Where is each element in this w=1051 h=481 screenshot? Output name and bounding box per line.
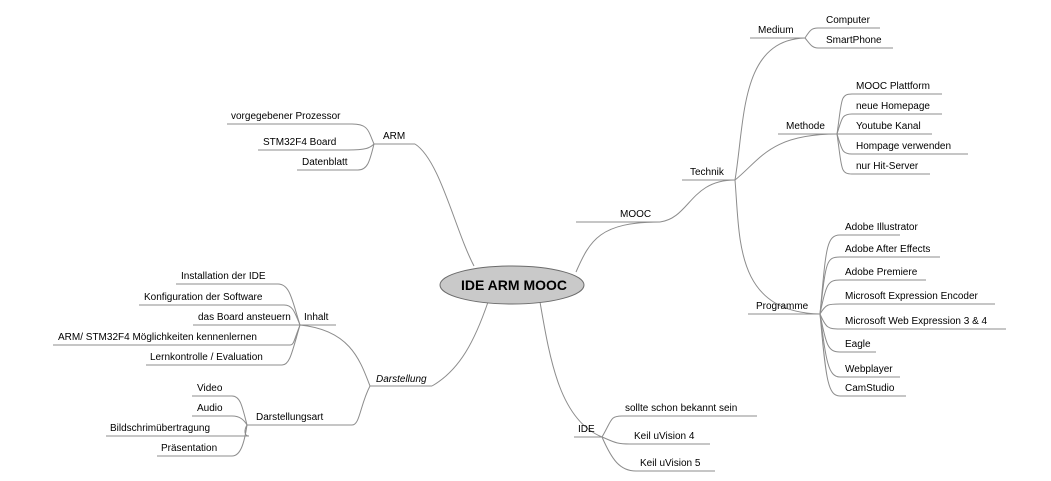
node-ide[interactable]: IDE xyxy=(578,424,595,435)
node-programme-item[interactable]: Adobe Illustrator xyxy=(845,222,918,233)
node-inhalt-item[interactable]: Konfiguration der Software xyxy=(144,292,263,303)
node-inhalt-item[interactable]: Lernkontrolle / Evaluation xyxy=(150,352,263,363)
node-programme-item[interactable]: Adobe After Effects xyxy=(845,244,930,255)
node-ide-item[interactable]: sollte schon bekannt sein xyxy=(625,403,737,414)
node-ide-item[interactable]: Keil uVision 5 xyxy=(640,458,701,469)
center-node-label: IDE ARM MOOC xyxy=(461,277,567,293)
node-methode[interactable]: Methode xyxy=(786,121,825,132)
node-methode-item[interactable]: Hompage verwenden xyxy=(856,141,951,152)
node-arm-item[interactable]: vorgegebener Prozessor xyxy=(231,111,341,122)
node-arm-item[interactable]: Datenblatt xyxy=(302,157,348,168)
node-medium-item[interactable]: SmartPhone xyxy=(826,35,882,46)
center-node[interactable]: IDE ARM MOOC xyxy=(439,265,585,305)
node-programme-item[interactable]: Webplayer xyxy=(845,364,893,375)
node-inhalt-item[interactable]: ARM/ STM32F4 Möglichkeiten kennenlernen xyxy=(58,332,257,343)
node-darstellungsart-item[interactable]: Präsentation xyxy=(161,443,217,454)
node-darstellungsart-item[interactable]: Audio xyxy=(197,403,223,414)
node-programme-item[interactable]: Adobe Premiere xyxy=(845,267,918,278)
node-programme-item[interactable]: Microsoft Expression Encoder xyxy=(845,291,979,302)
node-darstellung[interactable]: Darstellung xyxy=(376,374,427,385)
node-programme-item[interactable]: Eagle xyxy=(845,339,871,350)
node-darstellungsart[interactable]: Darstellungsart xyxy=(256,412,323,423)
node-programme[interactable]: Programme xyxy=(756,301,809,312)
node-methode-item[interactable]: Youtube Kanal xyxy=(856,121,921,132)
node-methode-item[interactable]: MOOC Plattform xyxy=(856,81,930,92)
node-inhalt-item[interactable]: Installation der IDE xyxy=(181,271,266,282)
node-programme-item[interactable]: Microsoft Web Expression 3 & 4 xyxy=(845,316,988,327)
node-programme-item[interactable]: CamStudio xyxy=(845,383,895,394)
node-technik[interactable]: Technik xyxy=(690,167,725,178)
connectors xyxy=(231,27,853,472)
node-inhalt-item[interactable]: das Board ansteuern xyxy=(198,312,291,323)
node-darstellungsart-item[interactable]: Video xyxy=(197,383,223,394)
node-inhalt[interactable]: Inhalt xyxy=(304,312,329,323)
underlines xyxy=(53,27,1006,472)
node-medium-item[interactable]: Computer xyxy=(826,15,871,26)
node-methode-item[interactable]: nur Hit-Server xyxy=(856,161,919,172)
node-darstellungsart-item[interactable]: Bildschrimübertragung xyxy=(110,423,210,434)
node-ide-item[interactable]: Keil uVision 4 xyxy=(634,431,695,442)
node-medium[interactable]: Medium xyxy=(758,25,794,36)
node-methode-item[interactable]: neue Homepage xyxy=(856,101,930,112)
node-mooc[interactable]: MOOC xyxy=(620,209,651,220)
node-arm[interactable]: ARM xyxy=(383,131,405,142)
node-arm-item[interactable]: STM32F4 Board xyxy=(263,137,336,148)
